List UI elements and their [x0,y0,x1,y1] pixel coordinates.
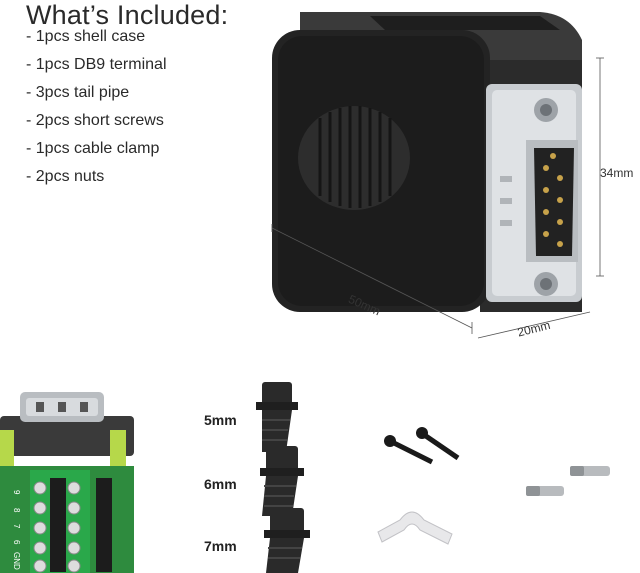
included-heading: What’s Included: [26,0,229,30]
list-item: - 2pcs nuts [26,168,105,185]
list-item: - 2pcs short screws [26,112,164,129]
pin-label: 6 [12,540,21,545]
nuts-image [526,466,610,496]
tail-pipes-image [256,382,310,573]
pin-label: 9 [12,490,21,495]
shell-case-image [272,12,582,312]
list-item: - 1pcs DB9 terminal [26,56,167,73]
tail-pipe-size-label: 6mm [204,476,237,492]
list-item: - 1pcs cable clamp [26,140,160,157]
dimension-lines [271,57,604,339]
tail-pipe-7mm [264,508,310,573]
tail-pipe-6mm [260,446,304,516]
tail-pipe-size-label: 5mm [204,412,237,428]
pin-label: GND [12,552,21,570]
cable-clamp-image [377,511,453,545]
pin-label: 7 [12,524,21,529]
pin-label: 8 [12,508,21,513]
list-item: - 1pcs shell case [26,28,146,45]
tail-pipe-size-label: 7mm [204,538,237,554]
height-dimension-label: 34mm [600,166,634,180]
db9-terminal-image: 9 8 7 6 GND [0,392,134,573]
list-item: - 3pcs tail pipe [26,84,130,101]
included-items-list: - 1pcs shell case - 1pcs DB9 terminal - … [26,26,167,194]
tail-pipe-5mm [256,382,298,452]
short-screws-image [384,427,460,465]
